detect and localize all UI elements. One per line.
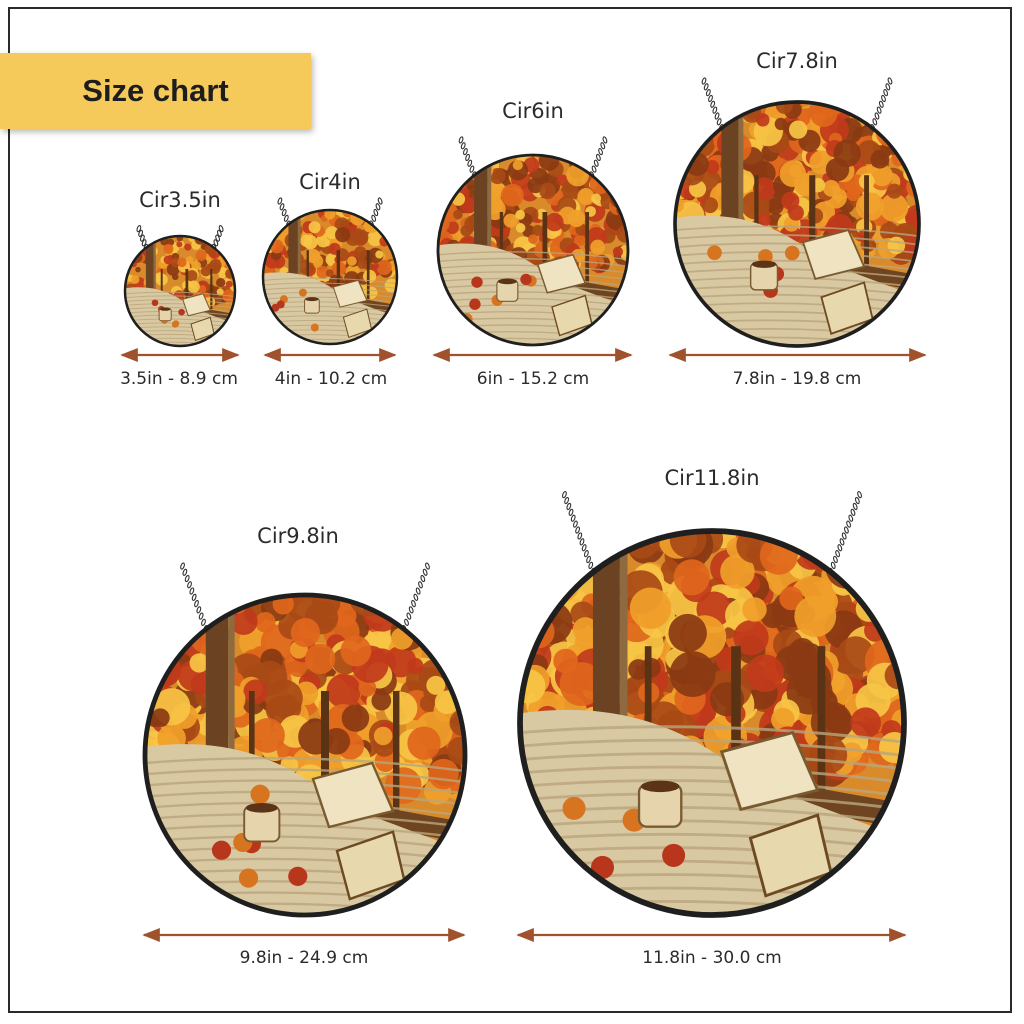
suncatcher-cir118 (517, 491, 907, 918)
size-label-cir118: Cir11.8in (664, 466, 760, 490)
chain-icon (562, 491, 862, 575)
suncatcher-cir6 (436, 136, 630, 347)
dimension-label-cir6: 6in - 15.2 cm (476, 369, 590, 389)
dimension-label-cir98: 9.8in - 24.9 cm (239, 948, 369, 968)
dimension-label-cir118: 11.8in - 30.0 cm (642, 948, 782, 968)
page-title: Size chart (82, 73, 229, 108)
size-label-cir35: Cir3.5in (139, 188, 221, 212)
dimension-label-cir78: 7.8in - 19.8 cm (732, 369, 862, 389)
size-label-cir98: Cir9.8in (257, 524, 339, 548)
suncatcher-cir78 (673, 77, 921, 348)
size-label-cir78: Cir7.8in (756, 49, 838, 73)
size-label-cir4: Cir4in (299, 170, 361, 194)
suncatcher-cir35 (123, 225, 237, 348)
title-banner: Size chart (0, 53, 311, 129)
suncatcher-cir98 (142, 562, 468, 918)
size-label-cir6: Cir6in (502, 99, 564, 123)
chain-icon (701, 77, 893, 132)
dimension-label-cir35: 3.5in - 8.9 cm (120, 369, 238, 389)
suncatcher-cir4 (261, 197, 399, 346)
dimension-label-cir4: 4in - 10.2 cm (274, 369, 388, 389)
chain-icon (136, 225, 224, 252)
